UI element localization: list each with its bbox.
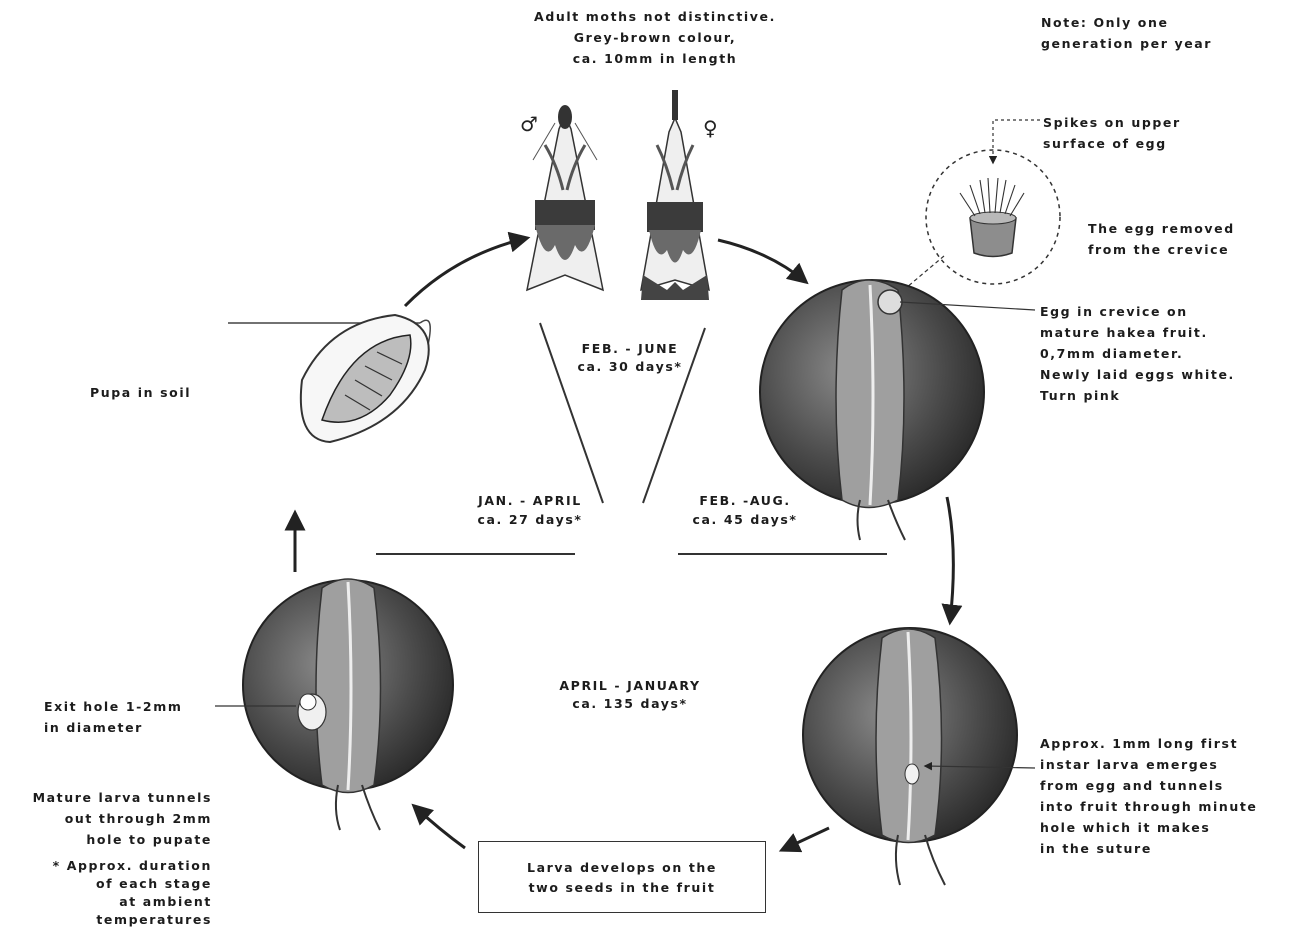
fruit-exit-hole-illustration [215,579,453,830]
stage-pupa-months: JAN. - APRIL [440,490,620,511]
arrow-egg-to-first-instar [947,497,953,622]
pupa-in-soil-illustration [228,315,430,442]
egg-crevice-label: Egg in crevice on mature hakea fruit. 0,… [1040,301,1296,406]
female-moth-illustration [641,90,709,300]
pupa-in-soil-label: Pupa in soil [90,382,250,403]
male-symbol-icon: ♂ [520,112,538,136]
adult-moths-note: Adult moths not distinctive. Grey-brown … [505,6,805,69]
egg-inset-circle [900,120,1060,293]
arrow-larva-to-mature [414,806,465,848]
larva-box: Larva develops on the two seeds in the f… [478,841,766,913]
footnote: * Approx. duration of each stage at ambi… [0,857,212,929]
larva-box-text: Larva develops on the two seeds in the f… [479,842,765,898]
egg-removed-label: The egg removed from the crevice [1088,218,1288,260]
female-symbol-icon: ♀ [703,116,718,140]
stage-pupa-days: ca. 27 days* [440,509,620,530]
mature-larva-label: Mature larva tunnels out through 2mm hol… [0,787,212,850]
generation-note: Note: Only one generation per year [1041,12,1281,54]
stage-larva-days: ca. 135 days* [520,693,740,714]
stage-egg-months: FEB. -AUG. [660,490,830,511]
stage-adult-days: ca. 30 days* [545,356,715,377]
arrow-adult-to-egg [718,240,806,282]
arrow-pupa-to-adult [405,238,527,306]
stage-egg-days: ca. 45 days* [660,509,830,530]
arrow-first-instar-to-larva [782,828,829,850]
first-instar-label: Approx. 1mm long first instar larva emer… [1040,733,1296,859]
egg-spikes-label: Spikes on upper surface of egg [1043,112,1263,154]
male-moth-illustration [527,105,603,290]
exit-hole-label: Exit hole 1-2mm in diameter [44,696,219,738]
fruit-first-instar-illustration [803,628,1035,885]
